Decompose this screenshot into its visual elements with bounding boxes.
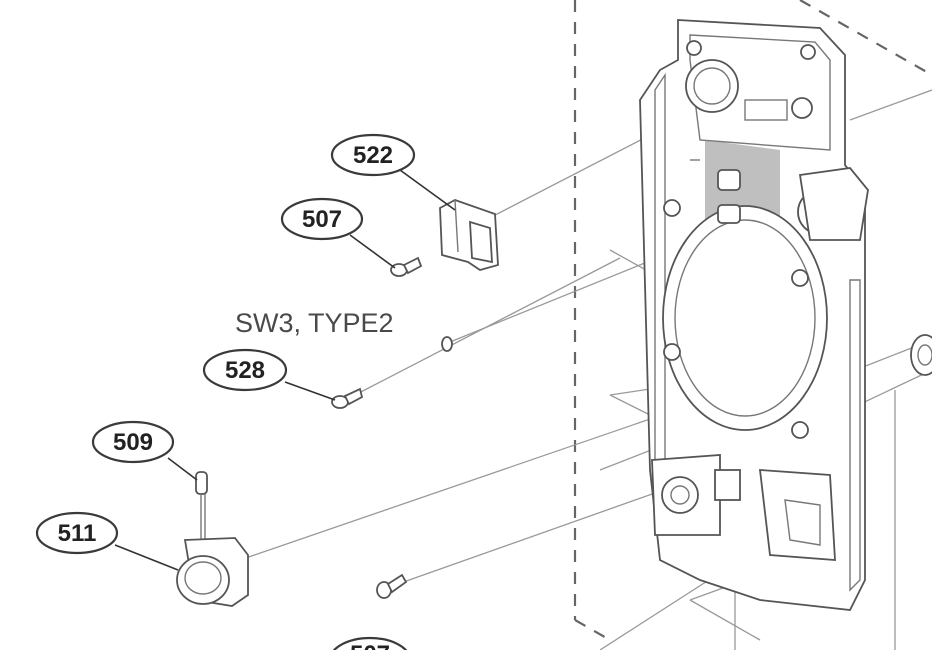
callout-522: 522 bbox=[330, 133, 416, 177]
callout-507-label: 507 bbox=[302, 206, 342, 233]
housing-assembly bbox=[639, 19, 869, 611]
right-edge-part bbox=[910, 334, 932, 376]
screw-507-top bbox=[390, 256, 423, 277]
washer-part bbox=[441, 336, 453, 352]
callout-507b-label: 507 bbox=[350, 641, 390, 650]
callout-507-bottom: 507 bbox=[332, 636, 408, 650]
sw3-type2-note: SW3, TYPE2 bbox=[235, 308, 394, 338]
callout-522-label: 522 bbox=[353, 142, 393, 169]
callout-507-top: 507 bbox=[280, 197, 364, 241]
callout-509-label: 509 bbox=[113, 429, 153, 456]
screw-507-bottom bbox=[376, 573, 408, 599]
dashed-boundary bbox=[573, 0, 932, 641]
leader-lines bbox=[114, 169, 456, 571]
knob-part bbox=[176, 537, 249, 607]
screw-528 bbox=[331, 387, 364, 409]
pin-part bbox=[195, 471, 208, 545]
bracket-part bbox=[439, 199, 499, 271]
callout-509: 509 bbox=[91, 420, 175, 464]
callout-528: 528 bbox=[202, 348, 288, 392]
callout-511: 511 bbox=[35, 511, 119, 555]
callout-528-label: 528 bbox=[225, 357, 265, 384]
callout-511-label: 511 bbox=[58, 520, 97, 547]
